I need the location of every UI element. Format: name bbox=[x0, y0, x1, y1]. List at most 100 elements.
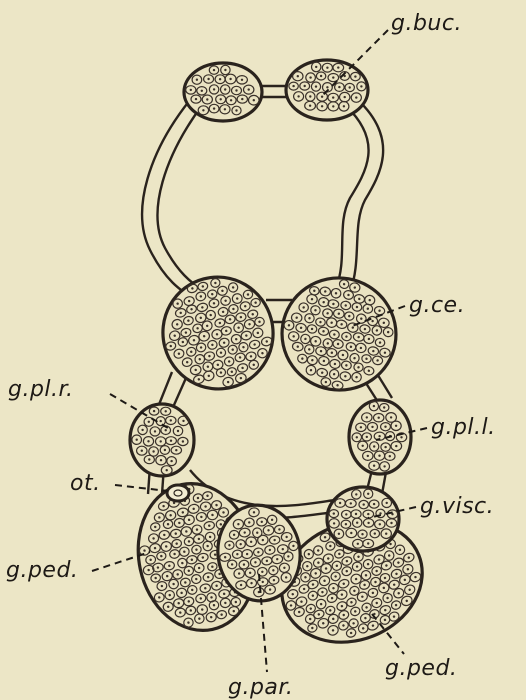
cell-nucleus bbox=[390, 522, 392, 524]
ganglia-group bbox=[125, 60, 441, 663]
cell-nucleus bbox=[332, 105, 334, 107]
cell-nucleus bbox=[152, 450, 154, 452]
cell-nucleus bbox=[235, 109, 237, 111]
cell-nucleus bbox=[326, 86, 328, 88]
cell-nucleus bbox=[170, 460, 172, 462]
cell-nucleus bbox=[356, 522, 358, 524]
cell-nucleus bbox=[389, 455, 391, 457]
cell-nucleus bbox=[367, 513, 369, 515]
cell-nucleus bbox=[378, 435, 380, 437]
cell-nucleus bbox=[338, 533, 340, 535]
cell-nucleus bbox=[355, 513, 357, 515]
label-g-pl-l: g.pl.l. bbox=[431, 415, 496, 440]
cell-nucleus bbox=[343, 105, 345, 107]
cell-nucleus bbox=[333, 522, 335, 524]
label-ot: ot. bbox=[70, 471, 101, 496]
cell-nucleus bbox=[339, 502, 341, 504]
cell-nucleus bbox=[390, 416, 392, 418]
cell-nucleus bbox=[367, 493, 369, 495]
cell-nucleus bbox=[366, 436, 368, 438]
cell-nucleus bbox=[292, 85, 294, 87]
cell-nucleus bbox=[386, 502, 388, 504]
cell-nucleus bbox=[374, 532, 376, 534]
cell-nucleus bbox=[378, 417, 380, 419]
cell-nucleus bbox=[160, 459, 162, 461]
cell-nucleus bbox=[320, 75, 322, 77]
cell-nucleus bbox=[344, 96, 346, 98]
cell-nucleus bbox=[383, 406, 385, 408]
cell-nucleus bbox=[170, 419, 172, 421]
cell-nucleus bbox=[165, 429, 167, 431]
label-g-buc: g.buc. bbox=[391, 11, 462, 36]
cell-nucleus bbox=[309, 105, 311, 107]
cell-nucleus bbox=[164, 449, 166, 451]
cell-nucleus bbox=[153, 410, 155, 412]
cell-nucleus bbox=[147, 440, 149, 442]
cell-nucleus bbox=[219, 78, 221, 80]
cell-nucleus bbox=[338, 86, 340, 88]
cell-nucleus bbox=[354, 75, 356, 77]
label-g-ce: g.ce. bbox=[409, 293, 465, 318]
label-g-visc: g.visc. bbox=[420, 494, 494, 519]
cell-nucleus bbox=[166, 469, 168, 471]
cell-nucleus bbox=[224, 69, 226, 71]
cell-nucleus bbox=[361, 533, 363, 535]
cell-nucleus bbox=[373, 405, 375, 407]
cell-nucleus bbox=[182, 440, 184, 442]
cell-nucleus bbox=[182, 420, 184, 422]
cell-nucleus bbox=[395, 425, 397, 427]
cell-nucleus bbox=[154, 430, 156, 432]
cell-nucleus bbox=[384, 446, 386, 448]
cell-nucleus bbox=[248, 88, 250, 90]
cell-nucleus bbox=[241, 79, 243, 81]
cell-nucleus bbox=[201, 90, 203, 92]
cell-nucleus bbox=[379, 523, 381, 525]
cell-nucleus bbox=[304, 85, 306, 87]
cell-nucleus bbox=[384, 426, 386, 428]
cell-nucleus bbox=[378, 455, 380, 457]
cell-nucleus bbox=[373, 503, 375, 505]
cell-nucleus bbox=[362, 445, 364, 447]
cell-nucleus bbox=[230, 99, 232, 101]
cell-nucleus bbox=[363, 503, 365, 505]
cell-nucleus bbox=[315, 66, 317, 68]
cell-nucleus bbox=[350, 532, 352, 534]
cell-nucleus bbox=[224, 88, 226, 90]
cell-nucleus bbox=[383, 465, 385, 467]
cell-nucleus bbox=[373, 445, 375, 447]
cell-nucleus bbox=[195, 98, 197, 100]
label-g-ped-right: g.ped. bbox=[385, 656, 457, 681]
cell-nucleus bbox=[220, 98, 222, 100]
cell-nucleus bbox=[332, 96, 334, 98]
cell-nucleus bbox=[206, 98, 208, 100]
cell-nucleus bbox=[367, 542, 369, 544]
cell-nucleus bbox=[360, 426, 362, 428]
cell-nucleus bbox=[141, 429, 143, 431]
cell-nucleus bbox=[170, 440, 172, 442]
cell-nucleus bbox=[253, 99, 255, 101]
cell-nucleus bbox=[400, 436, 402, 438]
cell-nucleus bbox=[141, 450, 143, 452]
label-g-pl-r: g.pl.r. bbox=[8, 377, 74, 402]
cell-nucleus bbox=[345, 513, 347, 515]
otocyst bbox=[167, 485, 189, 501]
cell-nucleus bbox=[385, 533, 387, 535]
cell-nucleus bbox=[224, 108, 226, 110]
cell-nucleus bbox=[309, 76, 311, 78]
cell-nucleus bbox=[366, 416, 368, 418]
label-g-ped-left: g.ped. bbox=[6, 558, 78, 583]
cell-nucleus bbox=[190, 89, 192, 91]
label-g-par: g.par. bbox=[228, 675, 293, 700]
cell-nucleus bbox=[326, 67, 328, 69]
cell-nucleus bbox=[332, 76, 334, 78]
cell-nucleus bbox=[321, 96, 323, 98]
cell-nucleus bbox=[333, 512, 335, 514]
cell-nucleus bbox=[345, 523, 347, 525]
cell-nucleus bbox=[175, 449, 177, 451]
cell-nucleus bbox=[356, 436, 358, 438]
cell-nucleus bbox=[165, 410, 167, 412]
cell-nucleus bbox=[360, 85, 362, 87]
cell-nucleus bbox=[309, 95, 311, 97]
cell-nucleus bbox=[321, 105, 323, 107]
